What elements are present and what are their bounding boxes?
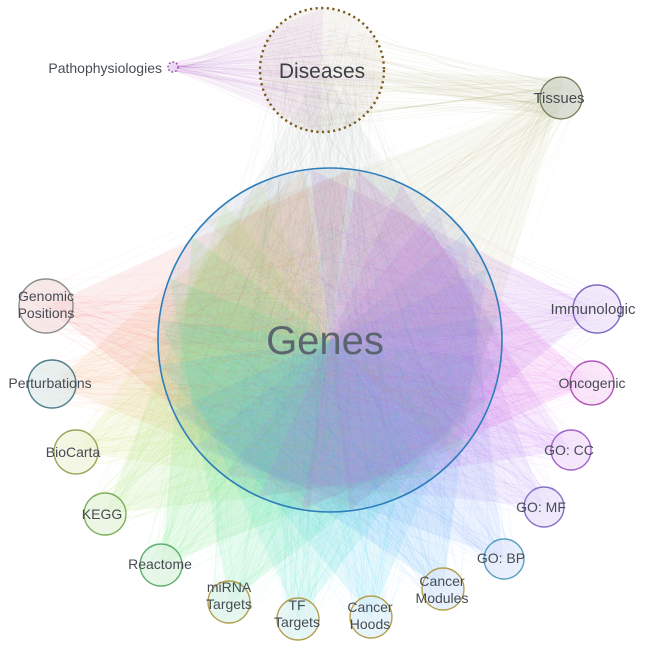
edge-bundle-pathophysiologies-diseases bbox=[168, 20, 380, 131]
node-label-go_mf: GO: MF bbox=[516, 499, 566, 515]
node-label-perturbations: Perturbations bbox=[8, 375, 91, 391]
edge-cone-tf_targets-genes bbox=[159, 320, 501, 619]
edge-bundle-kegg-genes bbox=[85, 188, 481, 534]
edge-cone-immunologic-genes bbox=[310, 169, 597, 511]
edge-bundle-go_mf-genes bbox=[193, 194, 564, 526]
edge-cone-mirna_targets-genes bbox=[169, 278, 491, 602]
node-mirna_targets[interactable] bbox=[207, 580, 251, 624]
node-label-kegg: KEGG bbox=[82, 506, 122, 522]
edge-cone-cancer_modules-genes bbox=[173, 268, 487, 589]
edge-cone-go_bp-genes bbox=[195, 233, 504, 560]
node-tf_targets[interactable] bbox=[276, 597, 320, 641]
node-biocarta[interactable] bbox=[53, 429, 99, 475]
node-go_bp[interactable] bbox=[483, 538, 525, 580]
edge-cone-cancer_hoods-genes bbox=[159, 314, 501, 617]
edge-bundle-go_bp-genes bbox=[184, 182, 517, 575]
node-tissues[interactable] bbox=[539, 76, 583, 120]
node-cancer_hoods[interactable] bbox=[349, 595, 393, 639]
node-genes[interactable] bbox=[157, 167, 503, 513]
node-label-oncogenic: Oncogenic bbox=[559, 375, 626, 391]
edge-bundle-biocarta-genes bbox=[56, 191, 493, 481]
edge-bundle-oncogenic-genes bbox=[172, 180, 612, 512]
edge-cone-oncogenic-genes bbox=[302, 170, 592, 510]
edge-bundle-perturbations-genes bbox=[31, 184, 492, 504]
node-label-immunologic: Immunologic bbox=[550, 301, 636, 318]
node-label-genes: Genes bbox=[266, 319, 384, 363]
edge-cone-tissues-genes bbox=[205, 98, 562, 459]
node-base-diseases bbox=[260, 8, 384, 132]
node-label-biocarta: BioCarta bbox=[46, 444, 101, 460]
node-label-diseases: Diseases bbox=[279, 60, 365, 83]
edge-cone-go_cc-genes bbox=[258, 183, 571, 497]
edge-bundle-reactome-genes bbox=[141, 170, 476, 585]
edge-cone-reactome-genes bbox=[161, 236, 468, 566]
node-genomic_positions[interactable] bbox=[18, 278, 74, 334]
edge-bundle-mirna_targets-genes bbox=[168, 202, 489, 623]
node-pathophysiologies[interactable] bbox=[167, 61, 179, 73]
node-label-tissues: Tissues bbox=[533, 90, 584, 107]
edge-cone-biocarta-genes bbox=[76, 182, 400, 498]
edge-bundle-diseases-tissues bbox=[265, 11, 580, 128]
node-label-pathophysiologies: Pathophysiologies bbox=[48, 60, 162, 76]
node-immunologic[interactable] bbox=[572, 284, 622, 334]
edge-cone-diseases-genes bbox=[158, 70, 502, 346]
node-label-go_cc: GO: CC bbox=[544, 442, 594, 458]
edge-cone-pathophysiologies-diseases bbox=[173, 8, 324, 132]
node-label-go_bp: GO: BP bbox=[477, 550, 525, 566]
edge-cone-perturbations-genes bbox=[52, 170, 357, 510]
node-label-reactome: Reactome bbox=[128, 556, 192, 572]
edge-bundle-genomic_positions-genes bbox=[19, 181, 492, 496]
edge-cone-genomic_positions-genes bbox=[46, 169, 351, 511]
node-diseases[interactable] bbox=[258, 6, 386, 134]
node-base-genes bbox=[158, 168, 502, 512]
node-oncogenic[interactable] bbox=[569, 360, 615, 406]
edge-cone-go_mf-genes bbox=[224, 204, 544, 507]
node-cancer_modules[interactable] bbox=[421, 567, 465, 611]
node-go_mf[interactable] bbox=[523, 486, 565, 528]
edge-bundle-go_cc-genes bbox=[159, 182, 589, 504]
node-reactome[interactable] bbox=[139, 543, 183, 587]
node-kegg[interactable] bbox=[83, 492, 127, 536]
node-go_cc[interactable] bbox=[550, 429, 592, 471]
node-perturbations[interactable] bbox=[27, 359, 77, 409]
